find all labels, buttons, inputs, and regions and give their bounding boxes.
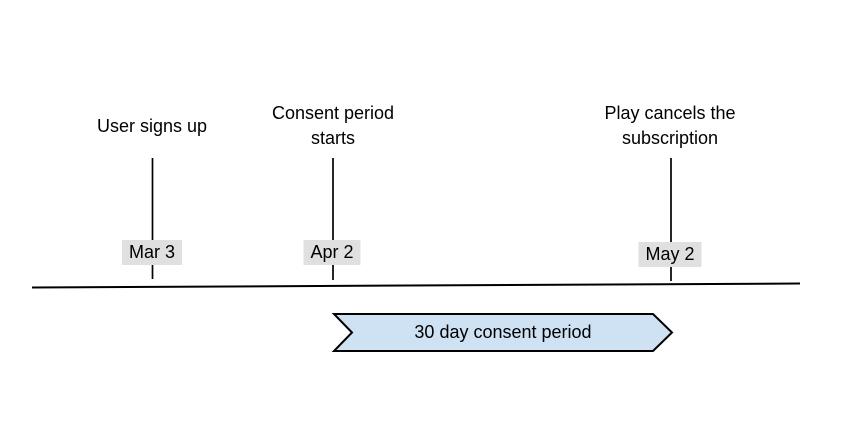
consent-period-ribbon [331,313,674,352]
date-chip-may2: May 2 [638,242,702,267]
timeline-axis [31,282,801,289]
event-label-consent-period-starts: Consent period starts [271,103,395,148]
event-label-user-signs-up: User signs up [96,115,208,136]
date-chip-apr2: Apr 2 [303,240,361,265]
event-label-play-cancels-subscription: Play cancels the subscription [604,103,736,148]
date-chip-mar3: Mar 3 [121,240,183,265]
consent-period-ribbon-label: 30 day consent period [414,322,592,342]
